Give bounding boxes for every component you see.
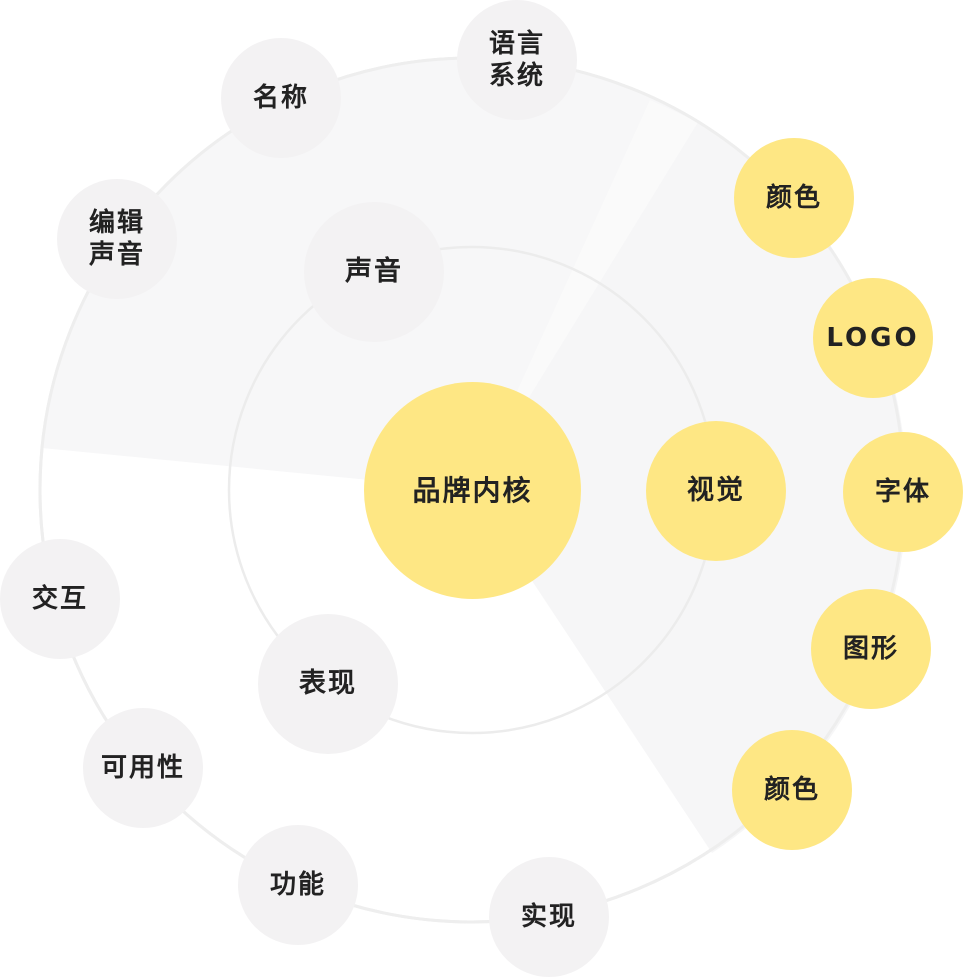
sound-label: 声音 (345, 256, 403, 288)
function-node[interactable]: 功能 (238, 825, 358, 945)
brand-core-node[interactable]: 品牌内核 (364, 382, 581, 599)
interaction-node[interactable]: 交互 (0, 539, 120, 659)
brand-core-label: 品牌内核 (412, 474, 533, 507)
language-system-line-2: 系统 (488, 61, 545, 91)
implementation-label: 实现 (520, 901, 577, 932)
sector-light-band (472, 100, 698, 490)
edit-sound-line-2: 声音 (88, 240, 145, 270)
usability-label: 可用性 (100, 752, 185, 783)
implementation-node[interactable]: 实现 (489, 857, 609, 977)
visual-node[interactable]: 视觉 (646, 421, 786, 561)
color-top-node[interactable]: 颜色 (734, 138, 854, 258)
graphic-label: 图形 (842, 633, 899, 664)
color-top-label: 颜色 (765, 182, 822, 213)
logo-node[interactable]: LOGO (813, 278, 933, 398)
visual-label: 视觉 (687, 475, 745, 507)
name-label: 名称 (252, 82, 309, 113)
language-system-label: 语言 系统 (489, 28, 545, 93)
sound-node[interactable]: 声音 (304, 202, 444, 342)
expression-node[interactable]: 表现 (258, 614, 398, 754)
language-system-node[interactable]: 语言 系统 (457, 0, 577, 120)
function-label: 功能 (269, 869, 326, 900)
edit-sound-line-1: 编辑 (88, 207, 145, 238)
edit-sound-label: 编辑 声音 (89, 207, 145, 272)
color-bottom-label: 颜色 (763, 774, 820, 805)
expression-label: 表现 (299, 668, 357, 700)
interaction-label: 交互 (31, 583, 88, 614)
edit-sound-node[interactable]: 编辑 声音 (57, 179, 177, 299)
usability-node[interactable]: 可用性 (83, 708, 203, 828)
graphic-node[interactable]: 图形 (811, 589, 931, 709)
font-node[interactable]: 字体 (843, 432, 963, 552)
name-node[interactable]: 名称 (221, 38, 341, 158)
language-system-line-1: 语言 (488, 28, 545, 59)
color-bottom-node[interactable]: 颜色 (732, 730, 852, 850)
font-label: 字体 (874, 476, 931, 507)
logo-label: LOGO (826, 322, 920, 353)
